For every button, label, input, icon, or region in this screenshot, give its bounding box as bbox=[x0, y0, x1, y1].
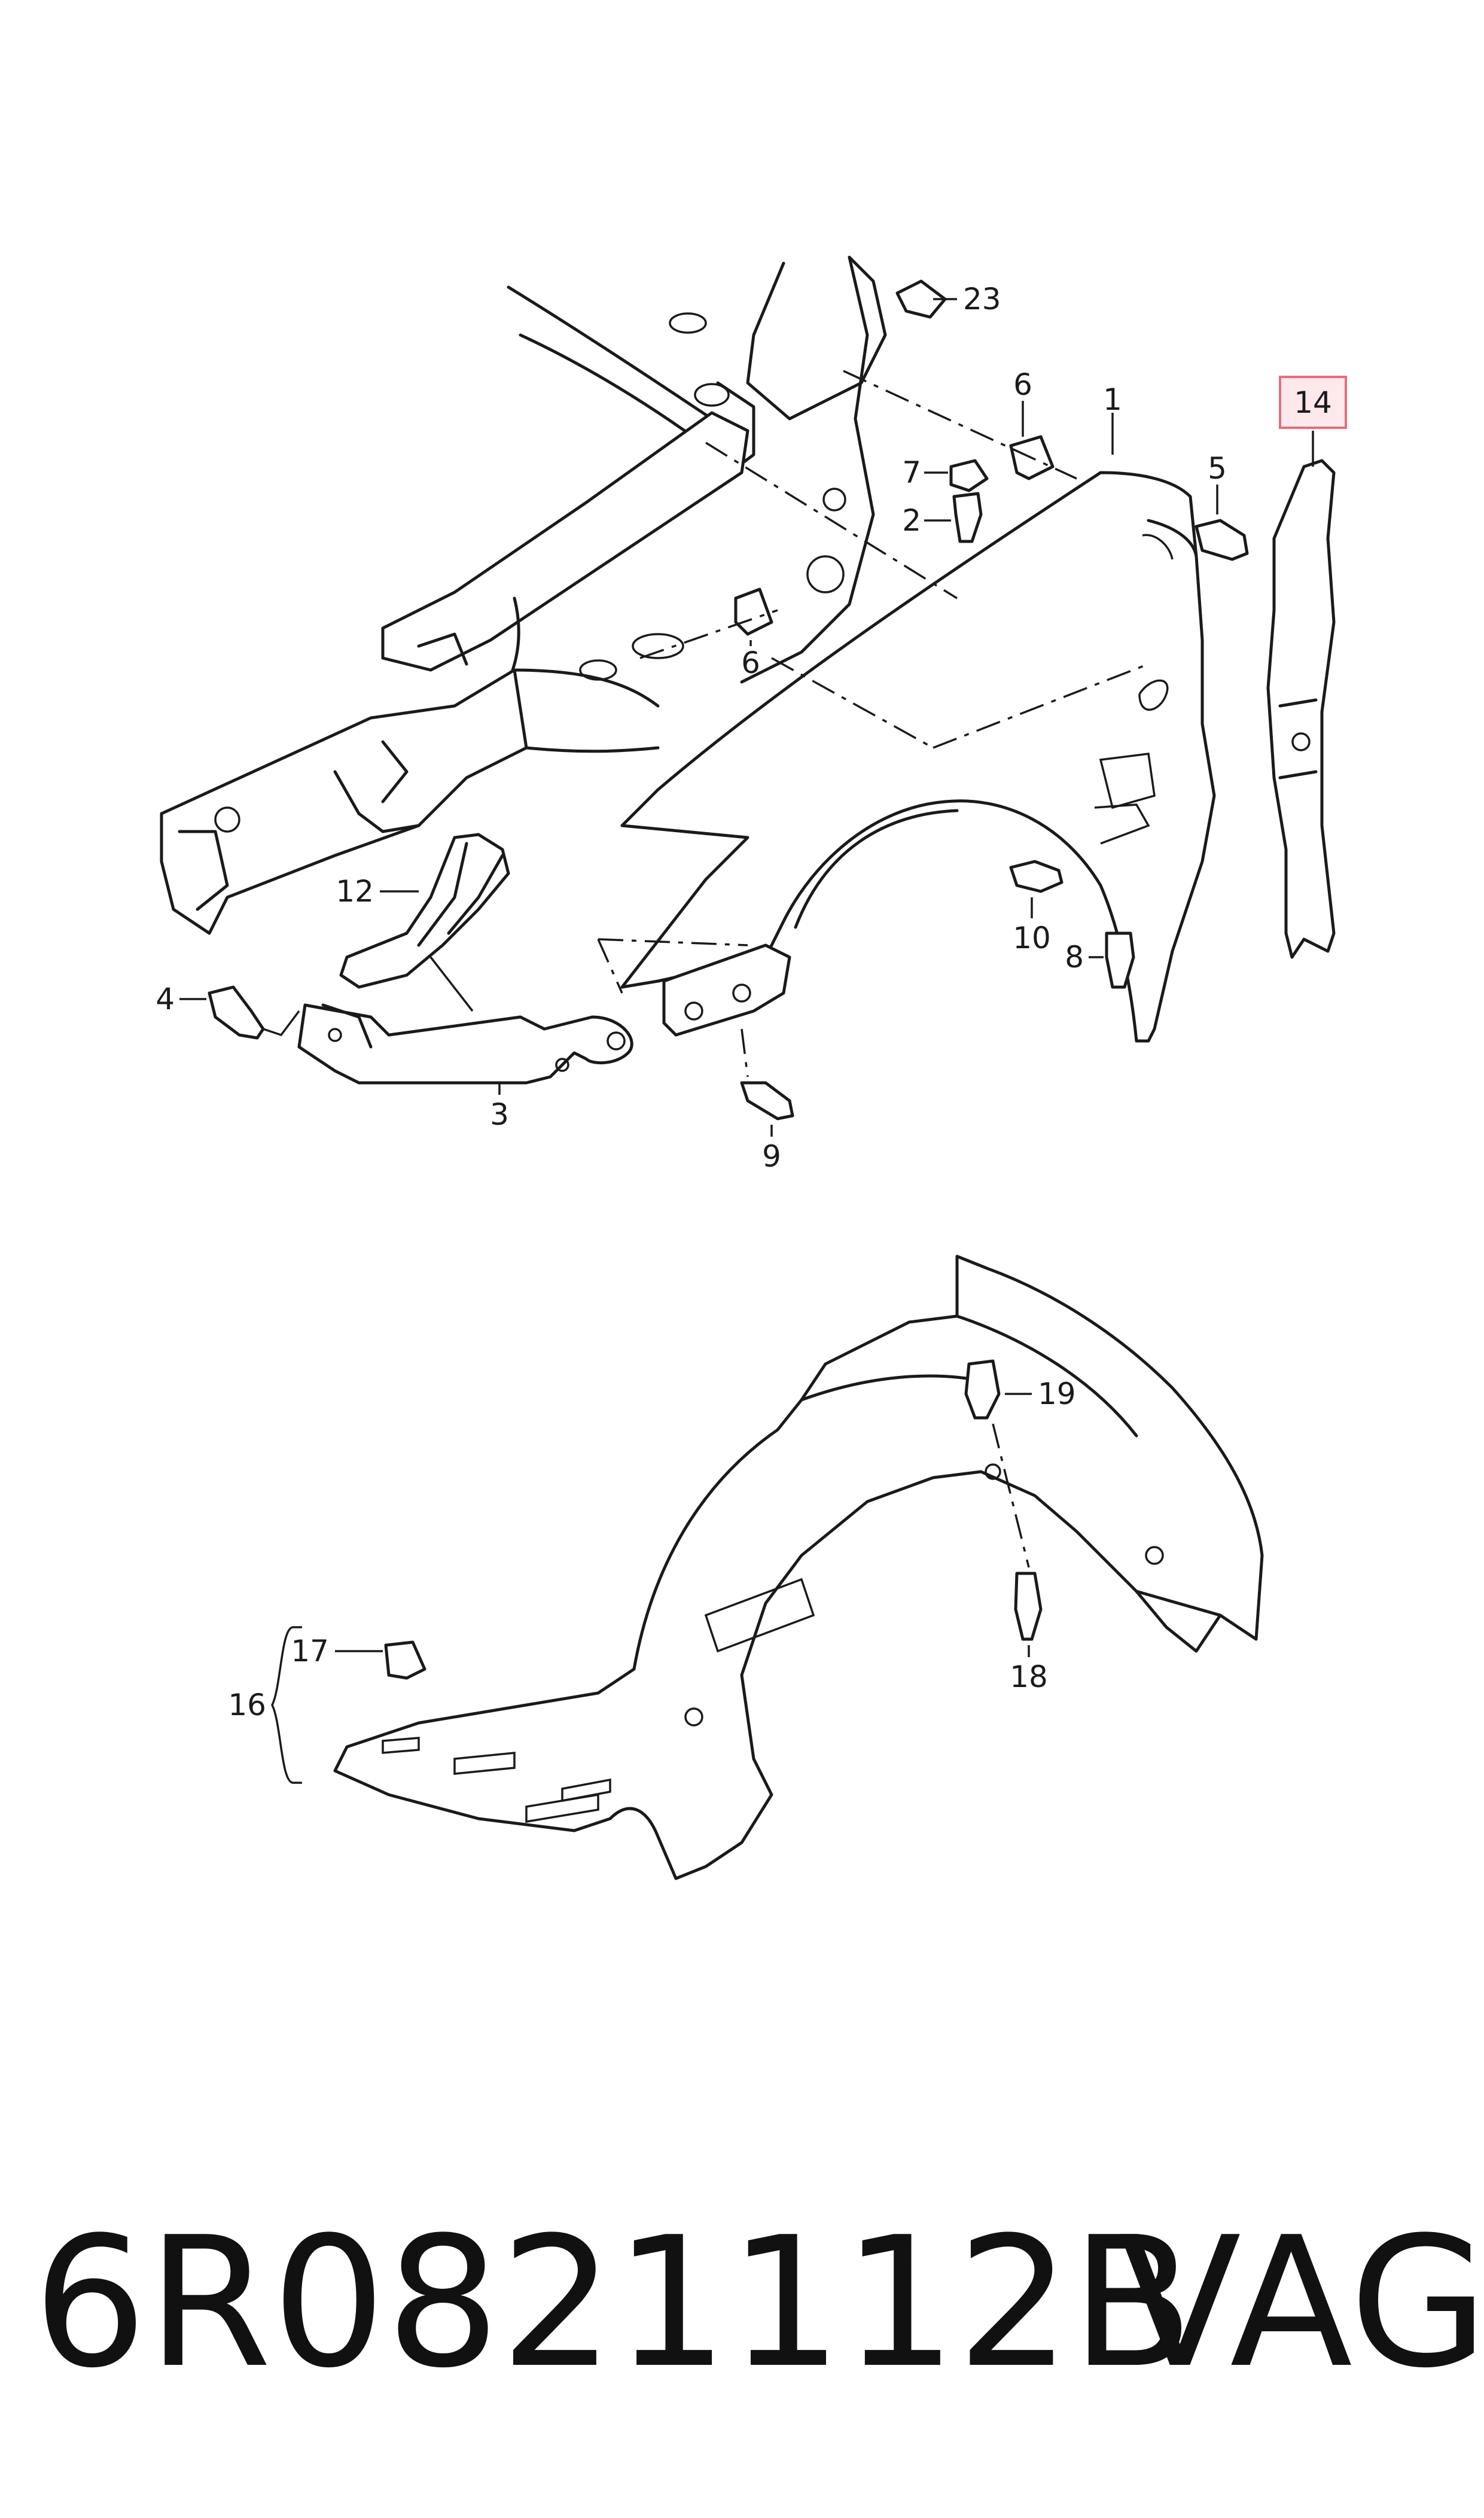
part-number: 6R0821112B bbox=[33, 2199, 1194, 2407]
bracket-part-12 bbox=[339, 833, 510, 989]
callout-19: 19 bbox=[1038, 1377, 1076, 1411]
callout-14: 14 bbox=[1294, 385, 1332, 420]
callout-16: 16 bbox=[228, 1688, 266, 1722]
bracket-part-3 bbox=[297, 1003, 633, 1085]
seal-strip-part-14 bbox=[1266, 459, 1336, 959]
fender-bracket-lower bbox=[662, 943, 791, 1037]
callout-7: 7 bbox=[902, 455, 921, 490]
callout-17: 17 bbox=[291, 1634, 329, 1668]
brand-name: VAG bbox=[1119, 2199, 1484, 2407]
callout-12: 12 bbox=[336, 874, 374, 909]
body-structure bbox=[160, 255, 887, 935]
callout-3: 3 bbox=[490, 1097, 509, 1132]
callout-4: 4 bbox=[156, 982, 175, 1016]
wheel-housing-liner-part-16 bbox=[333, 1255, 1264, 1880]
callout-6-lower: 6 bbox=[741, 646, 760, 680]
callout-9: 9 bbox=[762, 1139, 781, 1174]
callout-8: 8 bbox=[1065, 940, 1084, 975]
callout-1: 1 bbox=[1103, 382, 1122, 417]
callout-2: 2 bbox=[902, 503, 921, 538]
callout-5: 5 bbox=[1208, 451, 1227, 486]
leader-lines bbox=[179, 298, 1314, 1784]
callout-18: 18 bbox=[1010, 1660, 1048, 1694]
callout-6-upper: 6 bbox=[1013, 367, 1032, 402]
fender-part-1 bbox=[620, 471, 1216, 1043]
highlight-box-14 bbox=[1279, 376, 1347, 429]
reference-lines bbox=[263, 370, 1149, 1077]
fasteners-top bbox=[208, 279, 1249, 1121]
callout-labels: 1 2 3 4 5 6 6 7 8 9 10 12 14 16 17 18 19… bbox=[156, 282, 1332, 1722]
callout-10: 10 bbox=[1013, 921, 1051, 955]
callout-23: 23 bbox=[963, 282, 1001, 316]
